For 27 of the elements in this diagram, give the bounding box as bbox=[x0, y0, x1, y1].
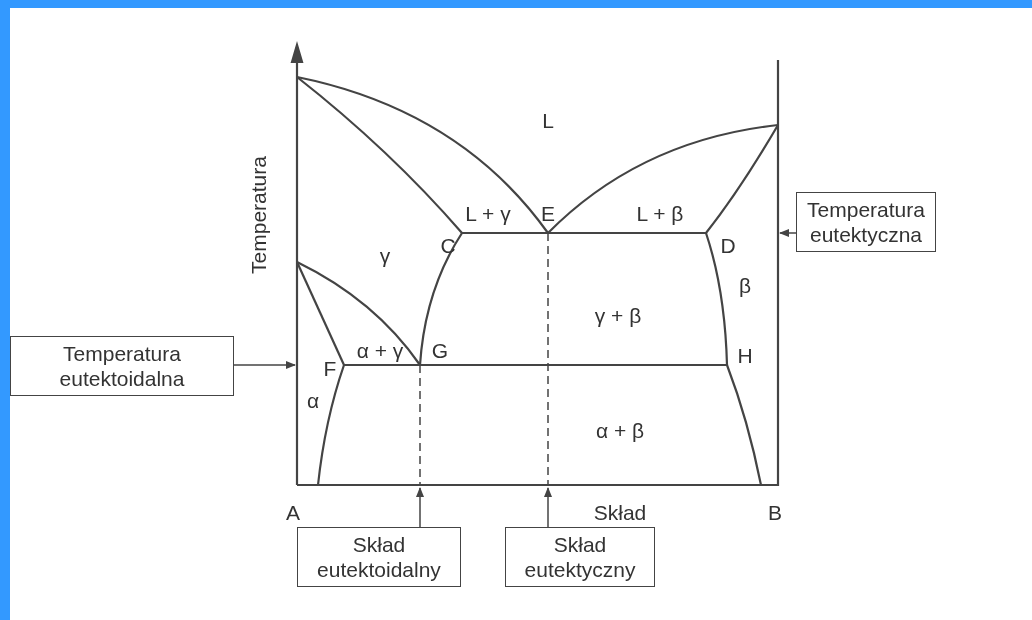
arrow bbox=[416, 487, 424, 528]
callout-box: Skład eutektyczny bbox=[505, 527, 655, 588]
phase-label: L bbox=[542, 109, 554, 131]
axis-end-label: B bbox=[768, 501, 782, 523]
point-label: E bbox=[541, 202, 555, 224]
axis-title: Skład bbox=[593, 501, 647, 523]
point-label: C bbox=[440, 234, 456, 256]
phase-label: α bbox=[306, 389, 320, 411]
callout-box: Temperatura eutektyczna bbox=[796, 192, 936, 253]
point-label: G bbox=[431, 339, 449, 361]
arrow bbox=[779, 229, 797, 237]
arrow bbox=[544, 487, 552, 528]
phase-label: α + β bbox=[595, 419, 645, 441]
phase-label: L + γ bbox=[465, 202, 511, 224]
axis-title: Temperatura bbox=[247, 156, 269, 274]
point-label: D bbox=[720, 234, 736, 256]
phase-label: γ bbox=[379, 244, 391, 266]
point-label: F bbox=[323, 357, 337, 379]
callout-box: Skład eutektoidalny bbox=[297, 527, 461, 588]
axis-end-label: A bbox=[286, 501, 300, 523]
phase-label: β bbox=[738, 274, 752, 296]
phase-label: L + β bbox=[636, 202, 684, 224]
callout-box: Temperatura eutektoidalna bbox=[10, 336, 234, 397]
phase-label: α + γ bbox=[356, 339, 404, 361]
phase-label: γ + β bbox=[594, 304, 642, 326]
point-label: H bbox=[737, 344, 753, 366]
arrow bbox=[233, 361, 296, 369]
